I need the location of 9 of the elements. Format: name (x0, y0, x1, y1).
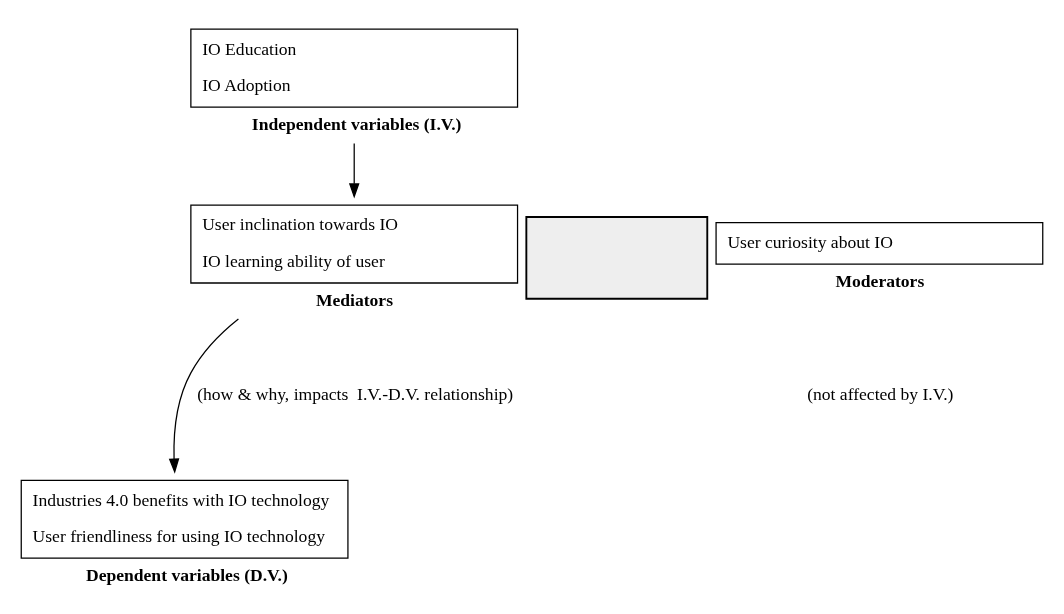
arrow (348, 142, 360, 198)
label: (not affected by I.V.) (807, 383, 954, 404)
node-label: Mediators (315, 289, 394, 310)
label: (how & why, impacts I.V.-D.V. relationship) (197, 383, 514, 404)
node-label: Dependent variables (D.V.) (85, 564, 288, 585)
arrow (168, 317, 240, 474)
node-label: Independent variables (I.V.) (251, 113, 462, 134)
node-label: Moderators (835, 270, 925, 291)
node-box (525, 215, 709, 300)
